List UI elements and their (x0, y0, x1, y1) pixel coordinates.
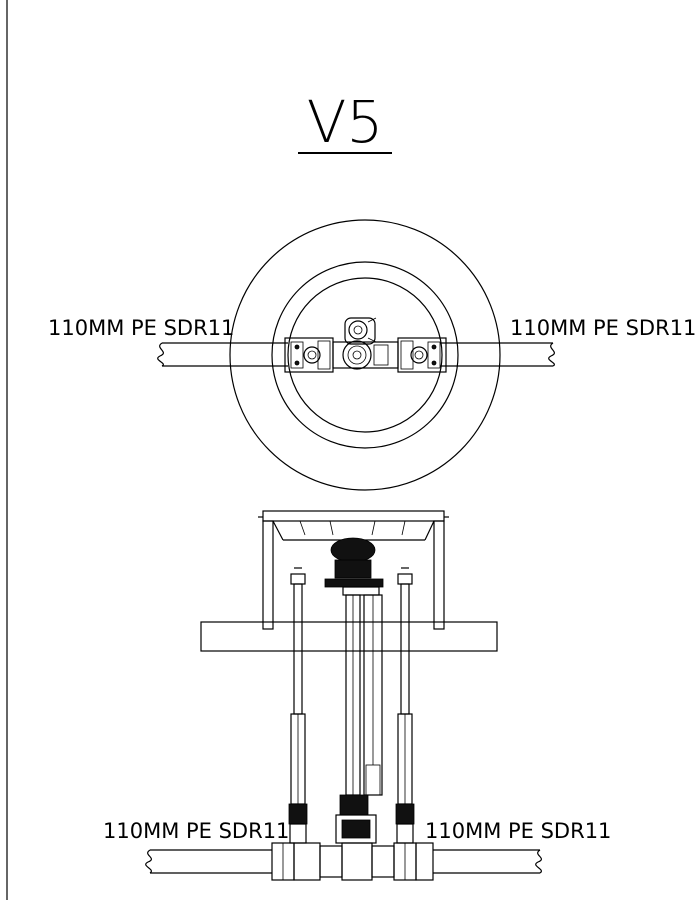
concrete-slab (200, 621, 498, 652)
section-valve-body (335, 794, 377, 844)
plan-left-pipe (157, 342, 288, 367)
chamber-middle-ring (271, 261, 459, 449)
plan-valve-assembly (284, 317, 447, 373)
left-riser-rod (288, 567, 308, 825)
chamber-inner-ring (287, 277, 443, 433)
section-left-pipe-label: 110MM PE SDR11 (103, 819, 289, 843)
plan-right-pipe (440, 342, 556, 367)
section-pipeline (145, 823, 543, 881)
chamber-outer-ring (229, 219, 501, 491)
section-right-pipe-label: 110MM PE SDR11 (425, 819, 611, 843)
drawing-title: V5 (307, 88, 384, 156)
plan-view: 110MM PE SDR11 110MM PE SDR11 (48, 219, 696, 491)
plan-right-pipe-label: 110MM PE SDR11 (510, 316, 696, 340)
right-riser-rod (395, 567, 415, 825)
plan-left-pipe-label: 110MM PE SDR11 (48, 316, 234, 340)
title-block: V5 (298, 88, 392, 156)
valve-operator-head (324, 537, 384, 596)
chamber-cover-frame (258, 510, 449, 630)
extension-spindle (345, 594, 383, 796)
section-view: 110MM PE SDR11 110MM PE SDR11 (103, 510, 611, 881)
